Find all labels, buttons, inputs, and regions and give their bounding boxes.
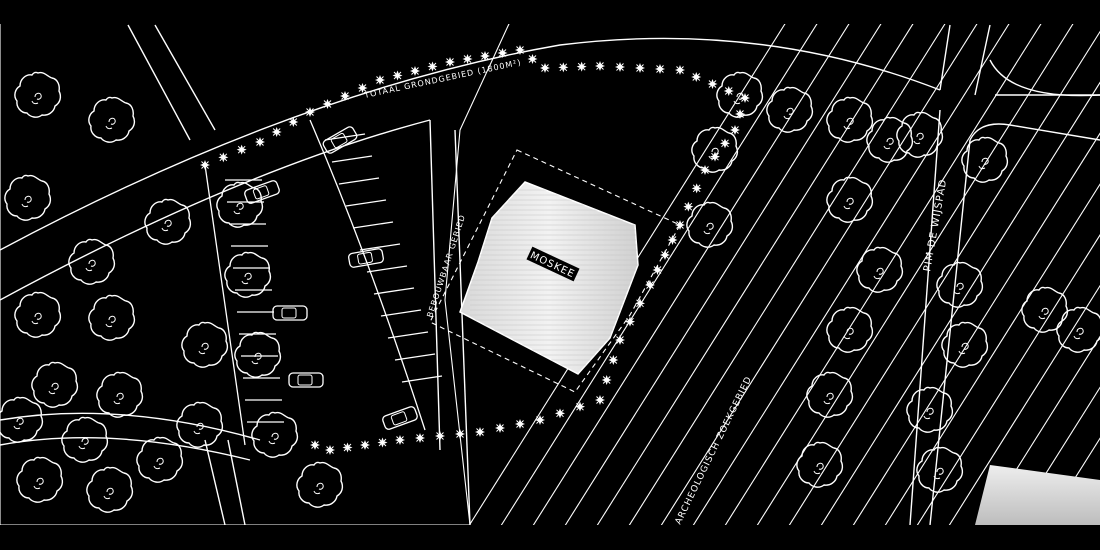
boundary-star [342,442,353,453]
mosque-building: MOSKEE [459,181,639,375]
boundary-star [322,98,333,110]
parking-stall [331,155,373,163]
boundary-star [497,47,508,59]
boundary-star [514,418,526,430]
parking-stall [345,199,387,207]
hatch-line [1003,386,1100,541]
parking-stall [387,331,429,339]
boundary-star [674,64,686,76]
hatch-line [907,234,1100,541]
boundary-star [427,61,438,72]
hatch-line [811,81,1100,541]
boundary-star [614,61,626,73]
boundary-star [644,279,656,291]
parking-stall [373,287,415,295]
boundary-star [634,297,646,309]
boundary-star [594,394,606,406]
hatch-line [683,0,1025,541]
building-label-bg [526,246,580,282]
boundary-star [719,137,731,149]
buildable-area-outline [429,149,681,393]
boundary-star [614,334,626,346]
hatch-line [523,0,865,541]
boundary-star [217,151,229,163]
boundary-star [479,50,491,62]
boundary-star [514,44,526,56]
boundary-star [474,426,486,438]
hatch-line [1035,437,1100,541]
boundary-star [494,422,506,434]
boundary-star [682,201,694,213]
boundary-star [574,401,586,413]
parking-stall [380,309,422,317]
boundary-star [734,108,746,120]
boundary-star [254,136,266,148]
hatch-line [715,0,1057,541]
boundary-star [236,144,248,156]
hatch-line [555,0,897,541]
boundary-star [554,407,566,419]
boundary-star [539,62,551,74]
boundary-star [607,354,619,366]
boundary-star [454,428,466,440]
hatch-line [843,132,1100,541]
roads [0,24,1100,526]
parking-stall [366,265,408,273]
boundary-star [462,53,473,65]
boundary-star [374,74,386,86]
boundary-star [414,432,426,444]
hatch-line [651,0,993,541]
boundary-star [434,430,446,442]
neighbouring-building [975,465,1100,525]
parking-stall [352,221,394,229]
boundary-star [723,85,735,97]
boundary-star [199,159,211,171]
boundary-star [624,316,636,328]
boundary-star [377,437,388,448]
boundary-star [699,164,711,176]
hatch-line [971,335,1100,541]
boundary-star [359,439,371,451]
boundary-star [667,234,678,246]
boundary-star [271,126,283,138]
boundary-star [309,439,321,451]
boundary-star [557,61,569,73]
hatch-line [619,0,961,541]
boundary-star [709,151,721,163]
boundary-star [634,62,646,74]
boundary-star [409,65,421,77]
hatch-line [939,284,1100,541]
boundary-star [707,78,718,90]
boundary-star [739,92,751,104]
boundary-star [576,61,588,73]
boundary-star [339,90,351,102]
hatch-line [779,30,1100,541]
parking-stall [401,375,443,383]
boundary-star [392,70,403,81]
boundary-star [601,374,613,386]
boundary-star [527,53,538,65]
boundary-star [654,63,666,75]
boundary-star [729,124,741,136]
boundary-star [534,414,546,426]
hatch-line [587,0,929,541]
boundary-star [287,116,299,128]
boundary-star [690,71,702,83]
parking-stall [338,177,380,185]
boundary-star [444,56,456,68]
boundary-star [394,434,406,446]
boundary-star [691,182,703,194]
top-bar [0,0,1100,24]
boundary-star [324,444,336,456]
boundary-star [304,106,316,118]
bottom-bar [0,525,1100,550]
parking-stall [394,353,436,361]
boundary-star [674,219,686,231]
boundary-star [594,60,606,72]
parking-stall [359,243,401,251]
